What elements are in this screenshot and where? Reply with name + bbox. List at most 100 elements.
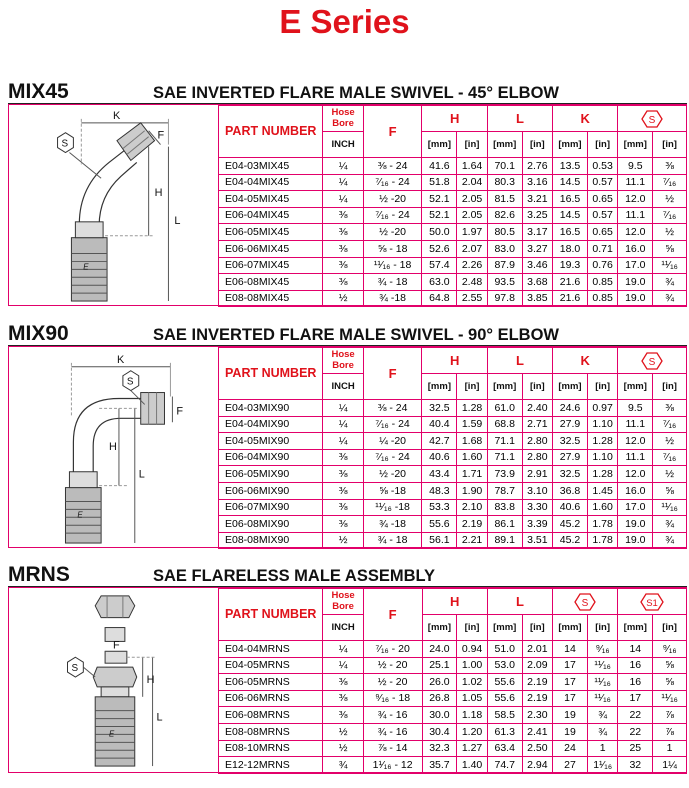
table-cell: 87.9 [486, 256, 523, 275]
table-cell: 1.28 [586, 432, 619, 450]
part-number-cell: E12-12MRNS [217, 756, 324, 774]
table-cell: ⅞ - 14 [362, 739, 423, 758]
drawing-label-k: K [113, 110, 121, 122]
section-description-mix90: SAE INVERTED FLARE MALE SWIVEL - 90° ELB… [153, 326, 559, 344]
table-cell: 17.0 [617, 498, 654, 517]
table-cell: ½ [322, 289, 364, 308]
table-cell: ⁷⁄₁₆ - 24 [362, 415, 423, 434]
table-cell: 11.1 [617, 448, 654, 467]
table-cell: 2.71 [521, 415, 554, 434]
table-cell: 40.4 [421, 415, 458, 434]
table-cell: ⅜ [322, 481, 364, 500]
table-cell: 3.68 [521, 273, 554, 291]
mix45-panel: K F H L S E PART NUMBER Hose Bore F H L … [8, 104, 687, 308]
table-cell: ⁷⁄₁₆ - 20 [362, 640, 423, 658]
table-cell: 57.4 [421, 256, 458, 275]
table-cell: 93.5 [486, 273, 523, 291]
header-s1-in: [in] [652, 614, 687, 641]
table-cell: 58.5 [486, 706, 523, 724]
table-cell: 2.48 [456, 273, 488, 291]
table-cell: ¾ [322, 756, 364, 774]
table-cell: 2.55 [456, 289, 488, 308]
table-cell: ¹¹⁄₁₆ [586, 689, 619, 708]
drawing-label-s: S [62, 139, 69, 150]
table-cell: 3.30 [521, 498, 554, 517]
drawing-label-f: F [158, 130, 165, 142]
table-cell: ⁷⁄₁₆ - 24 [362, 173, 423, 192]
table-cell: 0.57 [586, 173, 619, 192]
table-cell: 17 [552, 673, 588, 691]
table-cell: 1.10 [586, 448, 619, 467]
table-cell: ½ [652, 190, 687, 208]
table-cell: ⅜ - 24 [362, 399, 423, 417]
table-cell: 19 [552, 706, 588, 724]
table-cell: 9.5 [617, 399, 654, 417]
table-cell: 2.04 [456, 173, 488, 192]
table-cell: 74.7 [486, 756, 523, 774]
table-cell: 97.8 [486, 289, 523, 308]
drawing-label-l: L [174, 215, 180, 227]
table-cell: ¼ [322, 640, 364, 658]
table-cell: 0.97 [586, 399, 619, 417]
table-cell: 1 [652, 739, 687, 758]
part-number-cell: E08-10MRNS [217, 739, 324, 758]
table-cell: 0.85 [586, 273, 619, 291]
table-cell: 61.0 [486, 399, 523, 417]
table-cell: 9.5 [617, 157, 654, 175]
table-cell: 32.3 [421, 739, 458, 758]
table-cell: 55.6 [486, 673, 523, 691]
header-s-mm: [mm] [617, 131, 654, 158]
header-inch: INCH [322, 614, 364, 641]
table-cell: 1.28 [586, 465, 619, 483]
mrns-panel: F H L S E PART NUMBER Hose Bore F H L S [8, 587, 687, 774]
table-cell: ¾ -18 [362, 515, 423, 533]
table-cell: 70.1 [486, 157, 523, 175]
header-hose-bore: Hose Bore [322, 105, 364, 132]
table-cell: 19.0 [617, 289, 654, 308]
table-cell: 1¹⁄₁₆ - 12 [362, 756, 423, 774]
header-k-mm: [mm] [552, 131, 588, 158]
table-cell: 3.46 [521, 256, 554, 275]
drawing-label-s: S [71, 663, 78, 674]
table-cell: 83.8 [486, 498, 523, 517]
table-cell: 19.3 [552, 256, 588, 275]
table-cell: ½ - 20 [362, 656, 423, 675]
header-inch: INCH [322, 131, 364, 158]
header-k-in: [in] [586, 373, 619, 400]
section-description-mix45: SAE INVERTED FLARE MALE SWIVEL - 45° ELB… [153, 84, 559, 102]
table-cell: ¾ [652, 273, 687, 291]
table-cell: 0.65 [586, 190, 619, 208]
part-number-cell: E08-08MIX90 [217, 531, 324, 550]
part-number-cell: E08-08MRNS [217, 722, 324, 741]
table-cell: 1.20 [456, 722, 488, 741]
mix90-drawing: K F H L S E [64, 354, 183, 544]
table-cell: 42.7 [421, 432, 458, 450]
header-l-in: [in] [521, 614, 554, 641]
table-cell: 40.6 [552, 498, 588, 517]
table-cell: 35.7 [421, 756, 458, 774]
table-cell: 12.0 [617, 465, 654, 483]
header-k-mm: [mm] [552, 373, 588, 400]
part-number-cell: E04-05MIX90 [217, 432, 324, 450]
part-number-cell: E06-07MIX90 [217, 498, 324, 517]
table-cell: 2.21 [456, 531, 488, 550]
table-cell: ⁹⁄₁₆ [652, 640, 687, 658]
table-cell: 1.40 [456, 756, 488, 774]
table-cell: 17 [552, 656, 588, 675]
table-cell: 80.5 [486, 223, 523, 241]
table-cell: 1.97 [456, 223, 488, 241]
part-number-cell: E06-06MIX90 [217, 481, 324, 500]
table-cell: ½ - 20 [362, 673, 423, 691]
table-cell: 27.9 [552, 448, 588, 467]
header-f: F [362, 588, 423, 641]
table-cell: 1.60 [456, 448, 488, 467]
header-f: F [362, 347, 423, 400]
header-k-in: [in] [586, 131, 619, 158]
table-cell: 21.6 [552, 289, 588, 308]
table-cell: 3.39 [521, 515, 554, 533]
section-code-mix90: MIX90 [8, 322, 69, 345]
table-cell: 86.1 [486, 515, 523, 533]
